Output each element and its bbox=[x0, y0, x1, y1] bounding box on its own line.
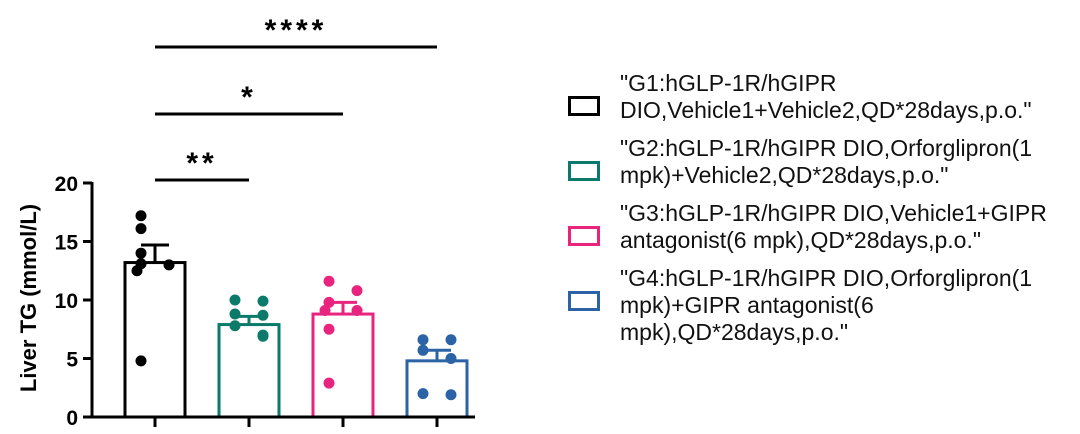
data-point bbox=[229, 320, 241, 332]
legend-item-g3: "G3:hGLP-1R/hGIPR DIO,Vehicle1+GIPR anta… bbox=[568, 200, 1073, 254]
legend-label-g3: "G3:hGLP-1R/hGIPR DIO,Vehicle1+GIPR anta… bbox=[620, 200, 1047, 253]
data-point bbox=[135, 247, 147, 259]
bar bbox=[123, 261, 187, 419]
data-point bbox=[163, 259, 175, 271]
legend-swatch-g3 bbox=[568, 226, 600, 246]
data-point bbox=[417, 334, 429, 346]
legend-label-g4: "G4:hGLP-1R/hGIPR DIO,Orforglipron(1 mpk… bbox=[620, 265, 1033, 345]
legend-label-g1: "G1:hGLP-1R/hGIPR DIO,Vehicle1+Vehicle2,… bbox=[620, 70, 1032, 123]
data-point bbox=[319, 305, 331, 317]
data-point bbox=[445, 334, 457, 346]
legend-label-g2: "G2:hGLP-1R/hGIPR DIO,Orforglipron(1 mpk… bbox=[620, 135, 1033, 188]
data-point bbox=[229, 294, 241, 306]
data-point bbox=[131, 265, 143, 277]
data-point bbox=[445, 389, 457, 401]
legend: "G1:hGLP-1R/hGIPR DIO,Vehicle1+Vehicle2,… bbox=[568, 70, 1073, 357]
bars bbox=[123, 261, 469, 419]
y-tick-label: 20 bbox=[55, 173, 78, 196]
significance-label: **** bbox=[265, 14, 328, 47]
legend-item-g2: "G2:hGLP-1R/hGIPR DIO,Orforglipron(1 mpk… bbox=[568, 135, 1073, 189]
y-axis: 0 5 10 15 20 bbox=[55, 173, 94, 430]
data-point bbox=[229, 308, 241, 320]
data-point bbox=[351, 285, 363, 297]
data-point bbox=[445, 353, 457, 364]
y-tick-label: 15 bbox=[55, 232, 79, 255]
error-bars bbox=[141, 243, 451, 361]
data-point bbox=[417, 388, 429, 400]
y-tick-label: 5 bbox=[66, 349, 78, 372]
y-axis-label: Liver TG (mmol/L) bbox=[16, 204, 41, 392]
bar bbox=[217, 323, 281, 419]
data-point bbox=[135, 210, 147, 222]
bar bbox=[311, 312, 375, 419]
data-point bbox=[135, 223, 147, 235]
x-axis bbox=[91, 415, 475, 427]
data-point bbox=[323, 275, 335, 287]
legend-swatch-g4 bbox=[568, 291, 600, 311]
data-point bbox=[351, 305, 363, 317]
significance-label: ** bbox=[186, 147, 217, 180]
legend-swatch-g2 bbox=[568, 161, 600, 181]
data-point bbox=[257, 330, 269, 342]
y-tick-label: 10 bbox=[55, 290, 78, 313]
data-point bbox=[135, 355, 147, 367]
significance-brackets: ******* bbox=[155, 14, 437, 182]
legend-item-g1: "G1:hGLP-1R/hGIPR DIO,Vehicle1+Vehicle2,… bbox=[568, 70, 1073, 124]
data-point bbox=[257, 295, 269, 307]
legend-swatch-g1 bbox=[568, 96, 600, 116]
data-point bbox=[323, 377, 335, 389]
significance-label: * bbox=[241, 81, 257, 114]
legend-item-g4: "G4:hGLP-1R/hGIPR DIO,Orforglipron(1 mpk… bbox=[568, 265, 1073, 346]
y-tick-label: 0 bbox=[66, 407, 78, 430]
bar bbox=[405, 359, 469, 419]
data-point bbox=[323, 323, 335, 335]
